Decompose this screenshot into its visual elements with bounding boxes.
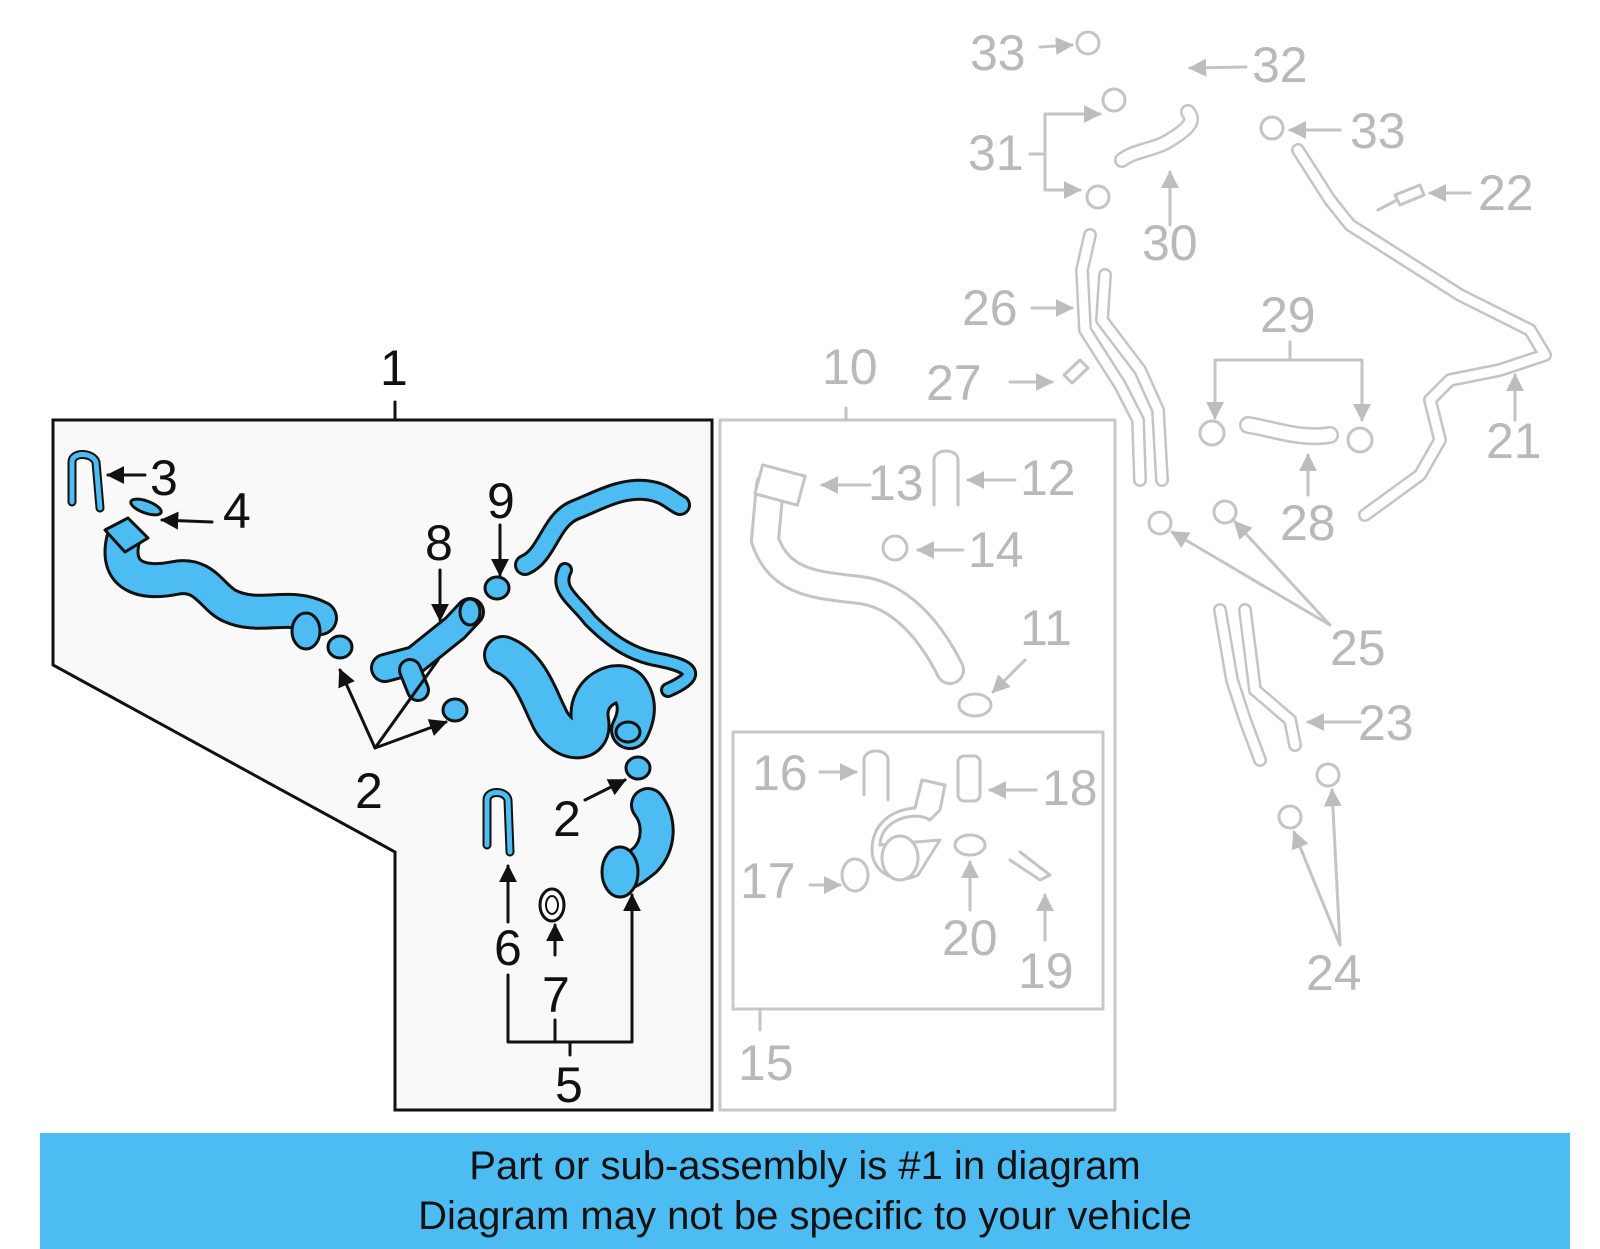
callout-2: 2 [355, 763, 383, 819]
callout-8: 8 [425, 515, 453, 571]
callout-11: 11 [1020, 600, 1072, 656]
callout-12: 12 [1020, 450, 1076, 506]
context-labels: 33 32 33 31 22 30 26 29 27 21 28 25 23 2… [926, 25, 1542, 1001]
callout-25: 25 [1330, 620, 1386, 676]
callout-7: 7 [542, 967, 570, 1023]
callout-27: 27 [926, 355, 982, 411]
banner-line-1: Part or sub-assembly is #1 in diagram [469, 1144, 1141, 1188]
context-parts-upper-right [1062, 30, 1552, 830]
callout-14: 14 [968, 522, 1024, 578]
callout-18: 18 [1042, 760, 1098, 816]
callout-17: 17 [740, 853, 796, 909]
callout-24: 24 [1306, 945, 1362, 1001]
callout-29: 29 [1260, 287, 1316, 343]
callout-6: 6 [494, 920, 522, 976]
assembly-1-labels: 3 4 8 9 2 2 6 7 5 [150, 450, 583, 1113]
callout-19: 19 [1018, 943, 1074, 999]
callout-5: 5 [555, 1057, 583, 1113]
callout-16: 16 [752, 745, 808, 801]
callout-10: 10 [822, 339, 878, 395]
tee-fitting-8 [370, 597, 485, 702]
assembly-10-box: 10 13 12 14 11 15 [718, 339, 1117, 1112]
callout-3: 3 [150, 450, 178, 506]
callout-26: 26 [962, 280, 1018, 336]
callout-28: 28 [1280, 495, 1336, 551]
assembly-1-leaders [106, 466, 641, 1057]
callout-9: 9 [487, 473, 515, 529]
callout-15: 15 [738, 1035, 794, 1091]
callout-20: 20 [942, 910, 998, 966]
callout-30: 30 [1142, 215, 1198, 271]
callout-23: 23 [1358, 695, 1414, 751]
info-banner: Part or sub-assembly is #1 in diagram Di… [40, 1133, 1570, 1249]
callout-31: 31 [968, 125, 1024, 181]
callout-33: 33 [970, 25, 1026, 81]
callout-32: 32 [1252, 37, 1308, 93]
callout-13: 13 [868, 455, 924, 511]
callout-21: 21 [1486, 413, 1542, 469]
upper-hose [103, 516, 338, 651]
assembly-1-parts [67, 450, 698, 923]
callout-22: 22 [1478, 165, 1534, 221]
callout-1: 1 [380, 340, 408, 396]
callout-4: 4 [223, 483, 251, 539]
callout-2: 2 [553, 791, 581, 847]
callout-33: 33 [1350, 103, 1406, 159]
banner-line-2: Diagram may not be specific to your vehi… [418, 1194, 1192, 1238]
context-leaders [1008, 37, 1524, 947]
